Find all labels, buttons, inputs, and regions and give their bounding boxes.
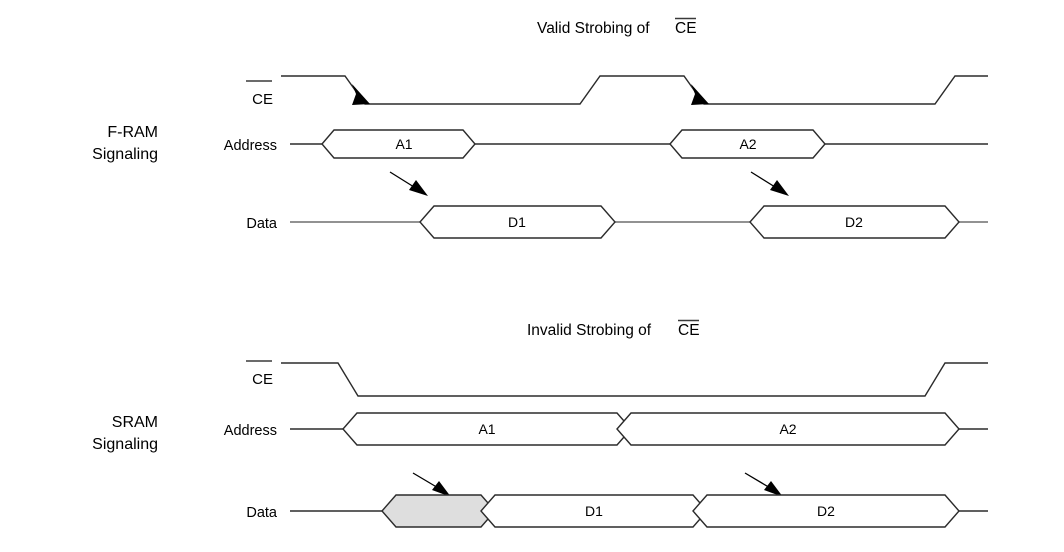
fram-address-bus-a1-label: A1	[395, 136, 412, 152]
fram-section-title: Valid Strobing of CE	[537, 17, 697, 37]
sram-data-bus-d2: D2	[692, 494, 960, 528]
sram-data-bus-d2-label: D2	[817, 503, 835, 519]
sram-title-text: Invalid Strobing of	[527, 322, 652, 339]
fram-data-bus-d2: D2	[749, 205, 960, 239]
fram-group-label-line2: Signaling	[92, 146, 158, 163]
sram-section-title: Invalid Strobing of CE	[527, 319, 700, 339]
fram-data-bus-d1: D1	[419, 205, 616, 239]
section-fram: Valid Strobing of CE F-RAM Signaling CE …	[92, 17, 988, 239]
sram-data-label: Data	[246, 505, 278, 521]
sram-ce-label-text: CE	[252, 371, 273, 388]
sram-data-bus-d1: D1	[480, 494, 708, 528]
fram-address-bus-a2: A2	[669, 129, 826, 159]
fram-address-bus-a1: A1	[321, 129, 476, 159]
sram-ce-waveform	[281, 362, 988, 397]
sram-address-bus-a1-label: A1	[478, 421, 495, 437]
sram-addr-to-data-arrow-1-icon	[412, 472, 451, 497]
fram-group-label: F-RAM Signaling	[92, 124, 158, 163]
fram-title-ce: CE	[675, 20, 697, 37]
fram-ce-edge-arrow-2-icon	[691, 84, 709, 105]
sram-ce-label: CE	[246, 360, 273, 388]
sram-group-label-line2: Signaling	[92, 436, 158, 453]
sram-address-bus-a2: A2	[616, 412, 960, 446]
sram-address-bus-a1: A1	[342, 412, 632, 446]
fram-data-bus-d1-label: D1	[508, 214, 526, 230]
fram-group-label-line1: F-RAM	[107, 124, 158, 141]
fram-data-bus-d2-label: D2	[845, 214, 863, 230]
fram-data-label: Data	[246, 216, 278, 232]
sram-address-bus-a2-label: A2	[779, 421, 796, 437]
fram-ce-label-text: CE	[252, 91, 273, 108]
sram-data-bus-invalid	[381, 494, 496, 528]
sram-title-ce: CE	[678, 322, 700, 339]
fram-title-text: Valid Strobing of	[537, 20, 650, 37]
sram-data-bus-d1-label: D1	[585, 503, 603, 519]
fram-ce-waveform	[281, 75, 988, 105]
sram-address-label: Address	[224, 423, 277, 439]
fram-address-label: Address	[224, 138, 277, 154]
sram-group-label: SRAM Signaling	[92, 414, 158, 453]
fram-ce-label: CE	[246, 80, 273, 108]
sram-addr-to-data-arrow-2-icon	[744, 472, 783, 497]
fram-address-bus-a2-label: A2	[739, 136, 756, 152]
section-sram: Invalid Strobing of CE SRAM Signaling CE…	[92, 319, 988, 528]
sram-group-label-line1: SRAM	[112, 414, 158, 431]
fram-addr-to-data-arrow-2-icon	[750, 171, 789, 196]
fram-addr-to-data-arrow-1-icon	[389, 171, 428, 196]
fram-ce-edge-arrow-1-icon	[352, 84, 370, 105]
